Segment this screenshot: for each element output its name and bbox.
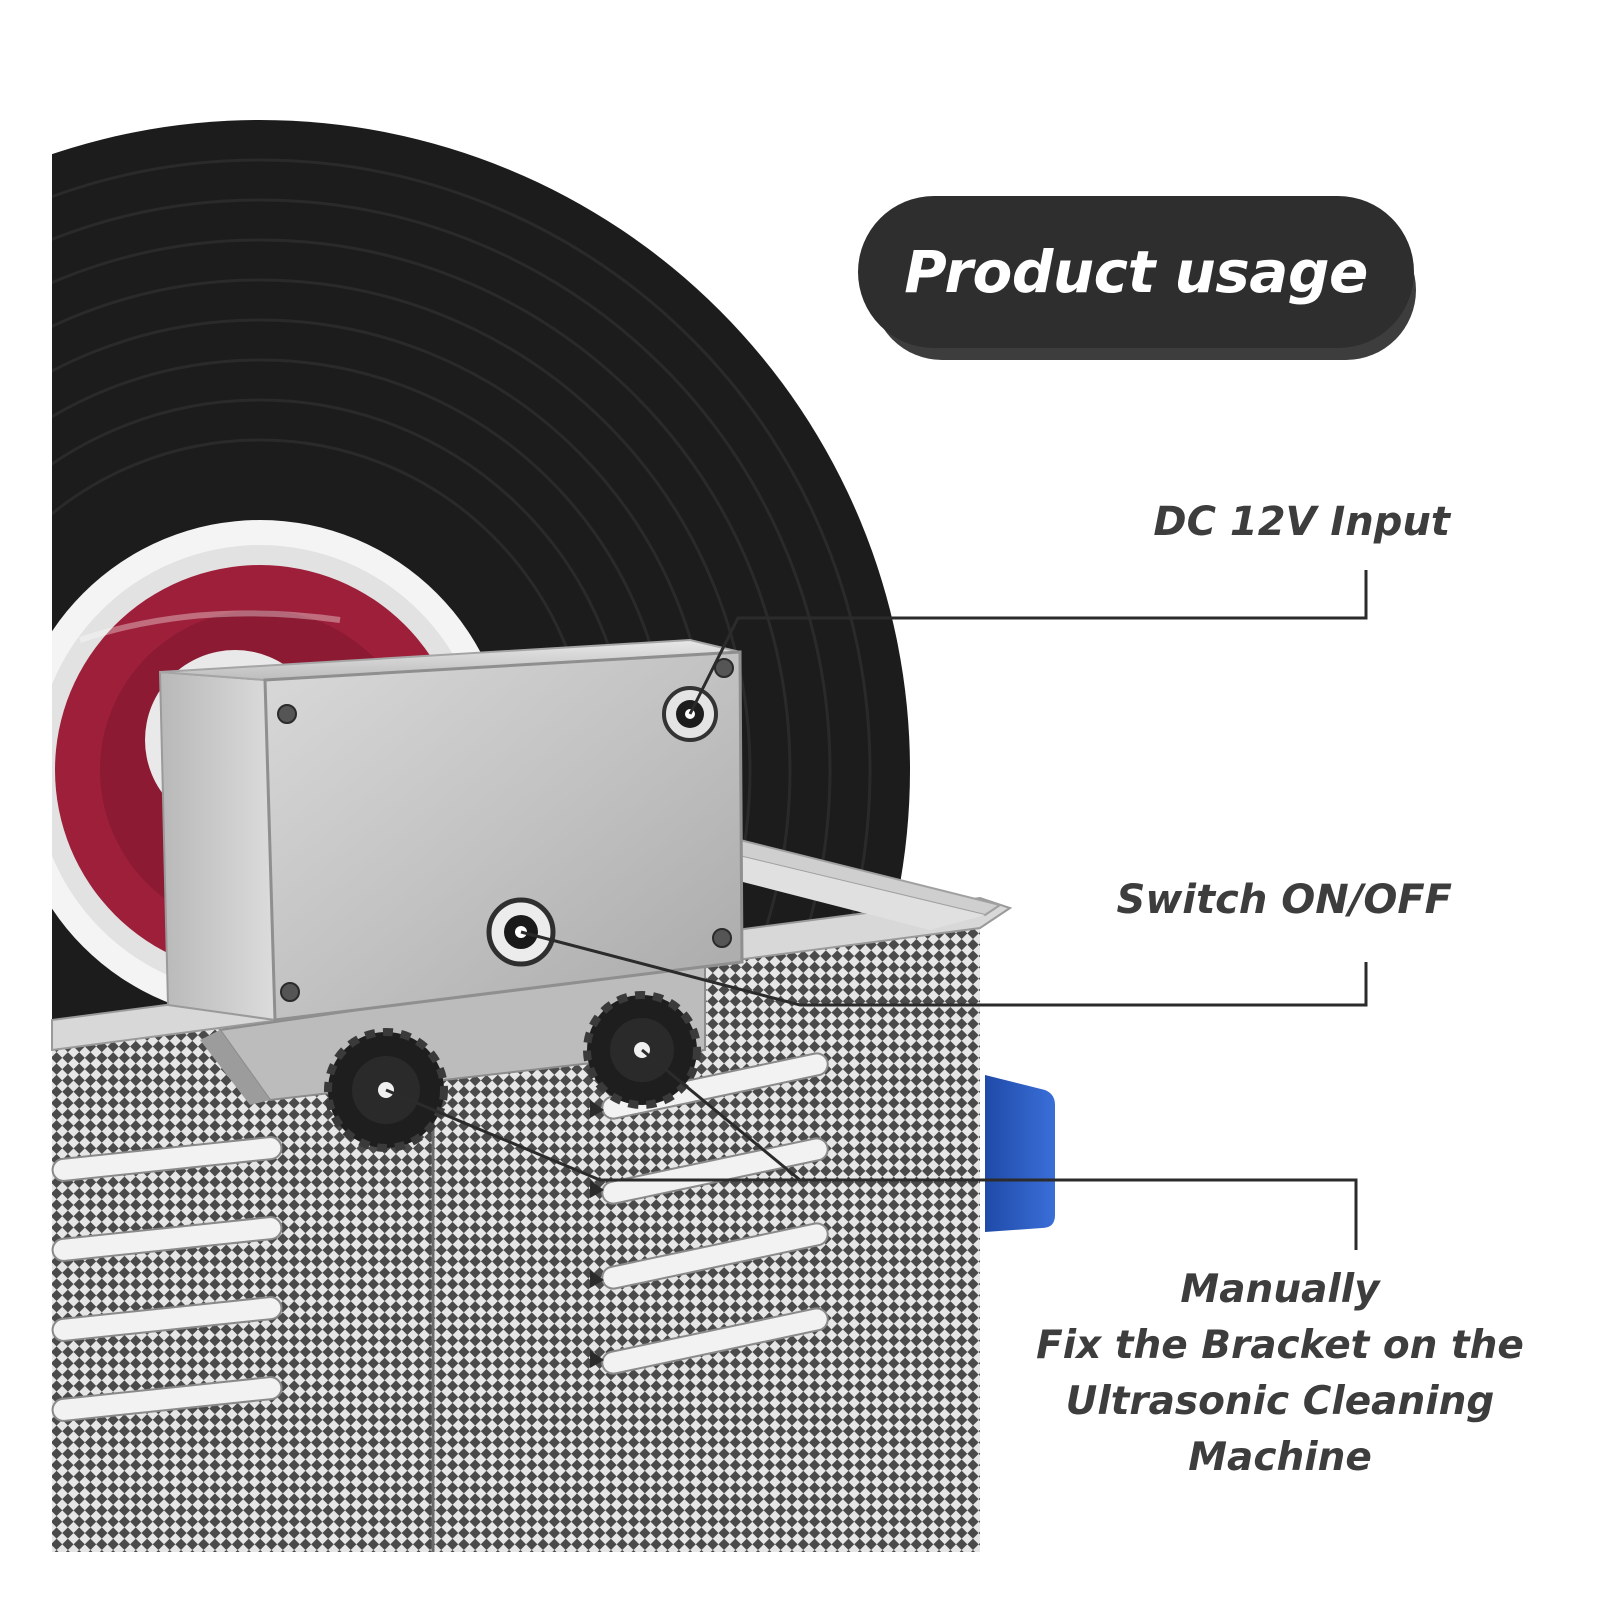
dc-input-label: DC 12V Input [1153, 499, 1450, 545]
callout-bracket [385, 1088, 1358, 1250]
callout-dc-input [688, 570, 1368, 715]
callout-bracket-second [641, 1048, 801, 1182]
bracket-label: Manually Fix the Bracket on the Ultrason… [1020, 1262, 1540, 1486]
switch-label: Switch ON/OFF [1116, 877, 1452, 923]
bracket-label-line: Ultrasonic Cleaning [1065, 1379, 1495, 1424]
callout-switch [520, 930, 1368, 1007]
bracket-label-line: Machine [1188, 1435, 1372, 1480]
callout-lines [385, 570, 1368, 1250]
side-handle [985, 1075, 1055, 1232]
bracket-label-line: Fix the Bracket on the [1036, 1323, 1524, 1368]
bracket-label-line: Manually [1180, 1267, 1380, 1312]
title-pill: Product usage [858, 196, 1414, 348]
page-title: Product usage [904, 238, 1368, 306]
